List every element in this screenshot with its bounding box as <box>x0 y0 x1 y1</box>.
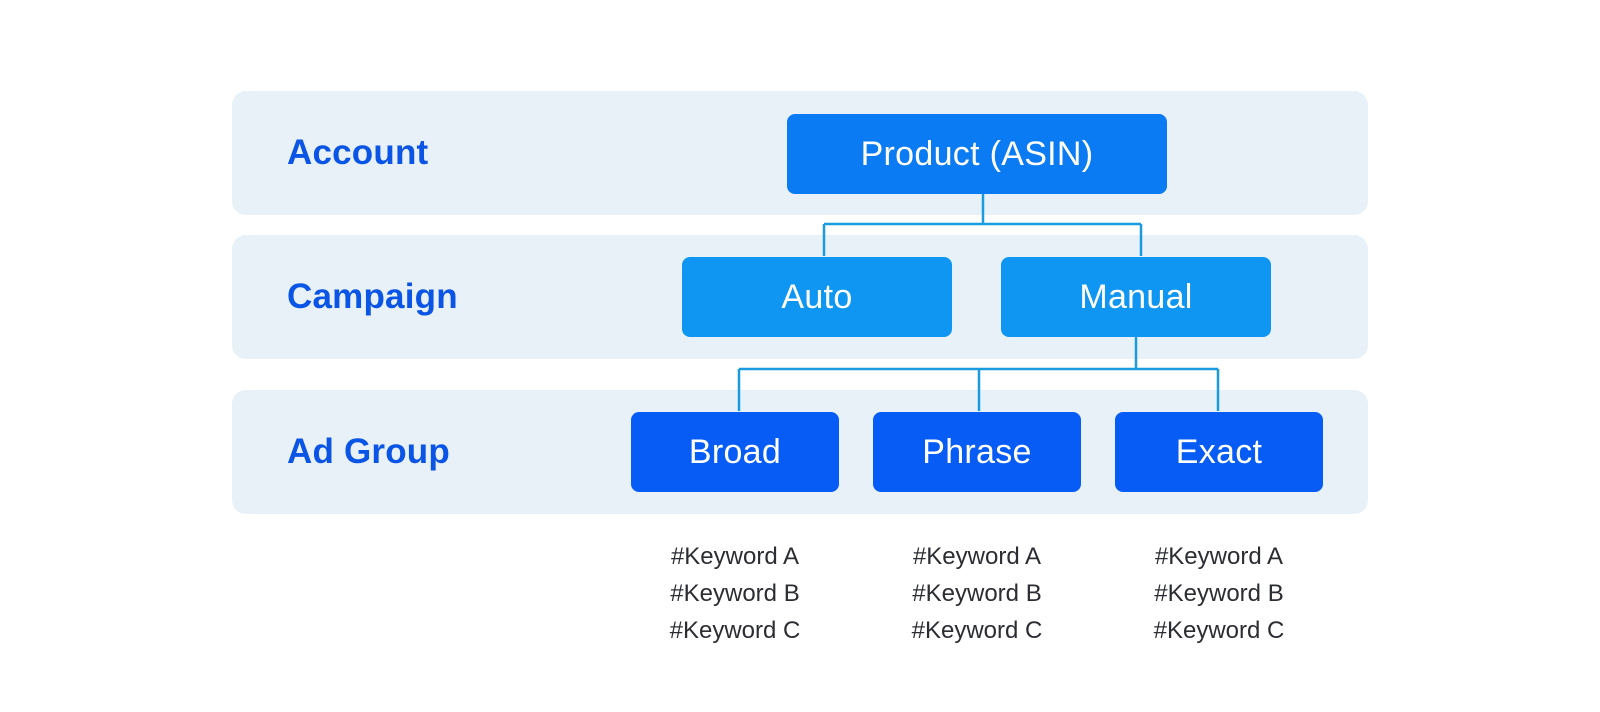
keyword-item: #Keyword C <box>1153 617 1285 644</box>
manual-campaign-node: Manual <box>1001 257 1271 337</box>
keyword-item: #Keyword A <box>670 543 800 570</box>
keyword-item: #Keyword A <box>912 543 1042 570</box>
keyword-item: #Keyword C <box>911 617 1043 644</box>
phrase-ad-group-node: Phrase <box>873 412 1081 492</box>
account-label: Account <box>287 133 429 172</box>
keyword-item: #Keyword B <box>670 580 800 607</box>
keyword-item: #Keyword B <box>912 580 1042 607</box>
ad-group-label: Ad Group <box>287 432 450 471</box>
phrase-keyword-list: #Keyword A #Keyword B #Keyword C <box>872 538 1082 649</box>
keyword-item: #Keyword C <box>669 617 801 644</box>
auto-campaign-node: Auto <box>682 257 952 337</box>
campaign-label: Campaign <box>287 277 458 316</box>
keyword-item: #Keyword A <box>1154 543 1284 570</box>
exact-keyword-list: #Keyword A #Keyword B #Keyword C <box>1114 538 1324 649</box>
broad-ad-group-node: Broad <box>631 412 839 492</box>
exact-ad-group-node: Exact <box>1115 412 1323 492</box>
product-asin-node: Product (ASIN) <box>787 114 1167 194</box>
broad-keyword-list: #Keyword A #Keyword B #Keyword C <box>630 538 840 649</box>
keyword-item: #Keyword B <box>1154 580 1284 607</box>
